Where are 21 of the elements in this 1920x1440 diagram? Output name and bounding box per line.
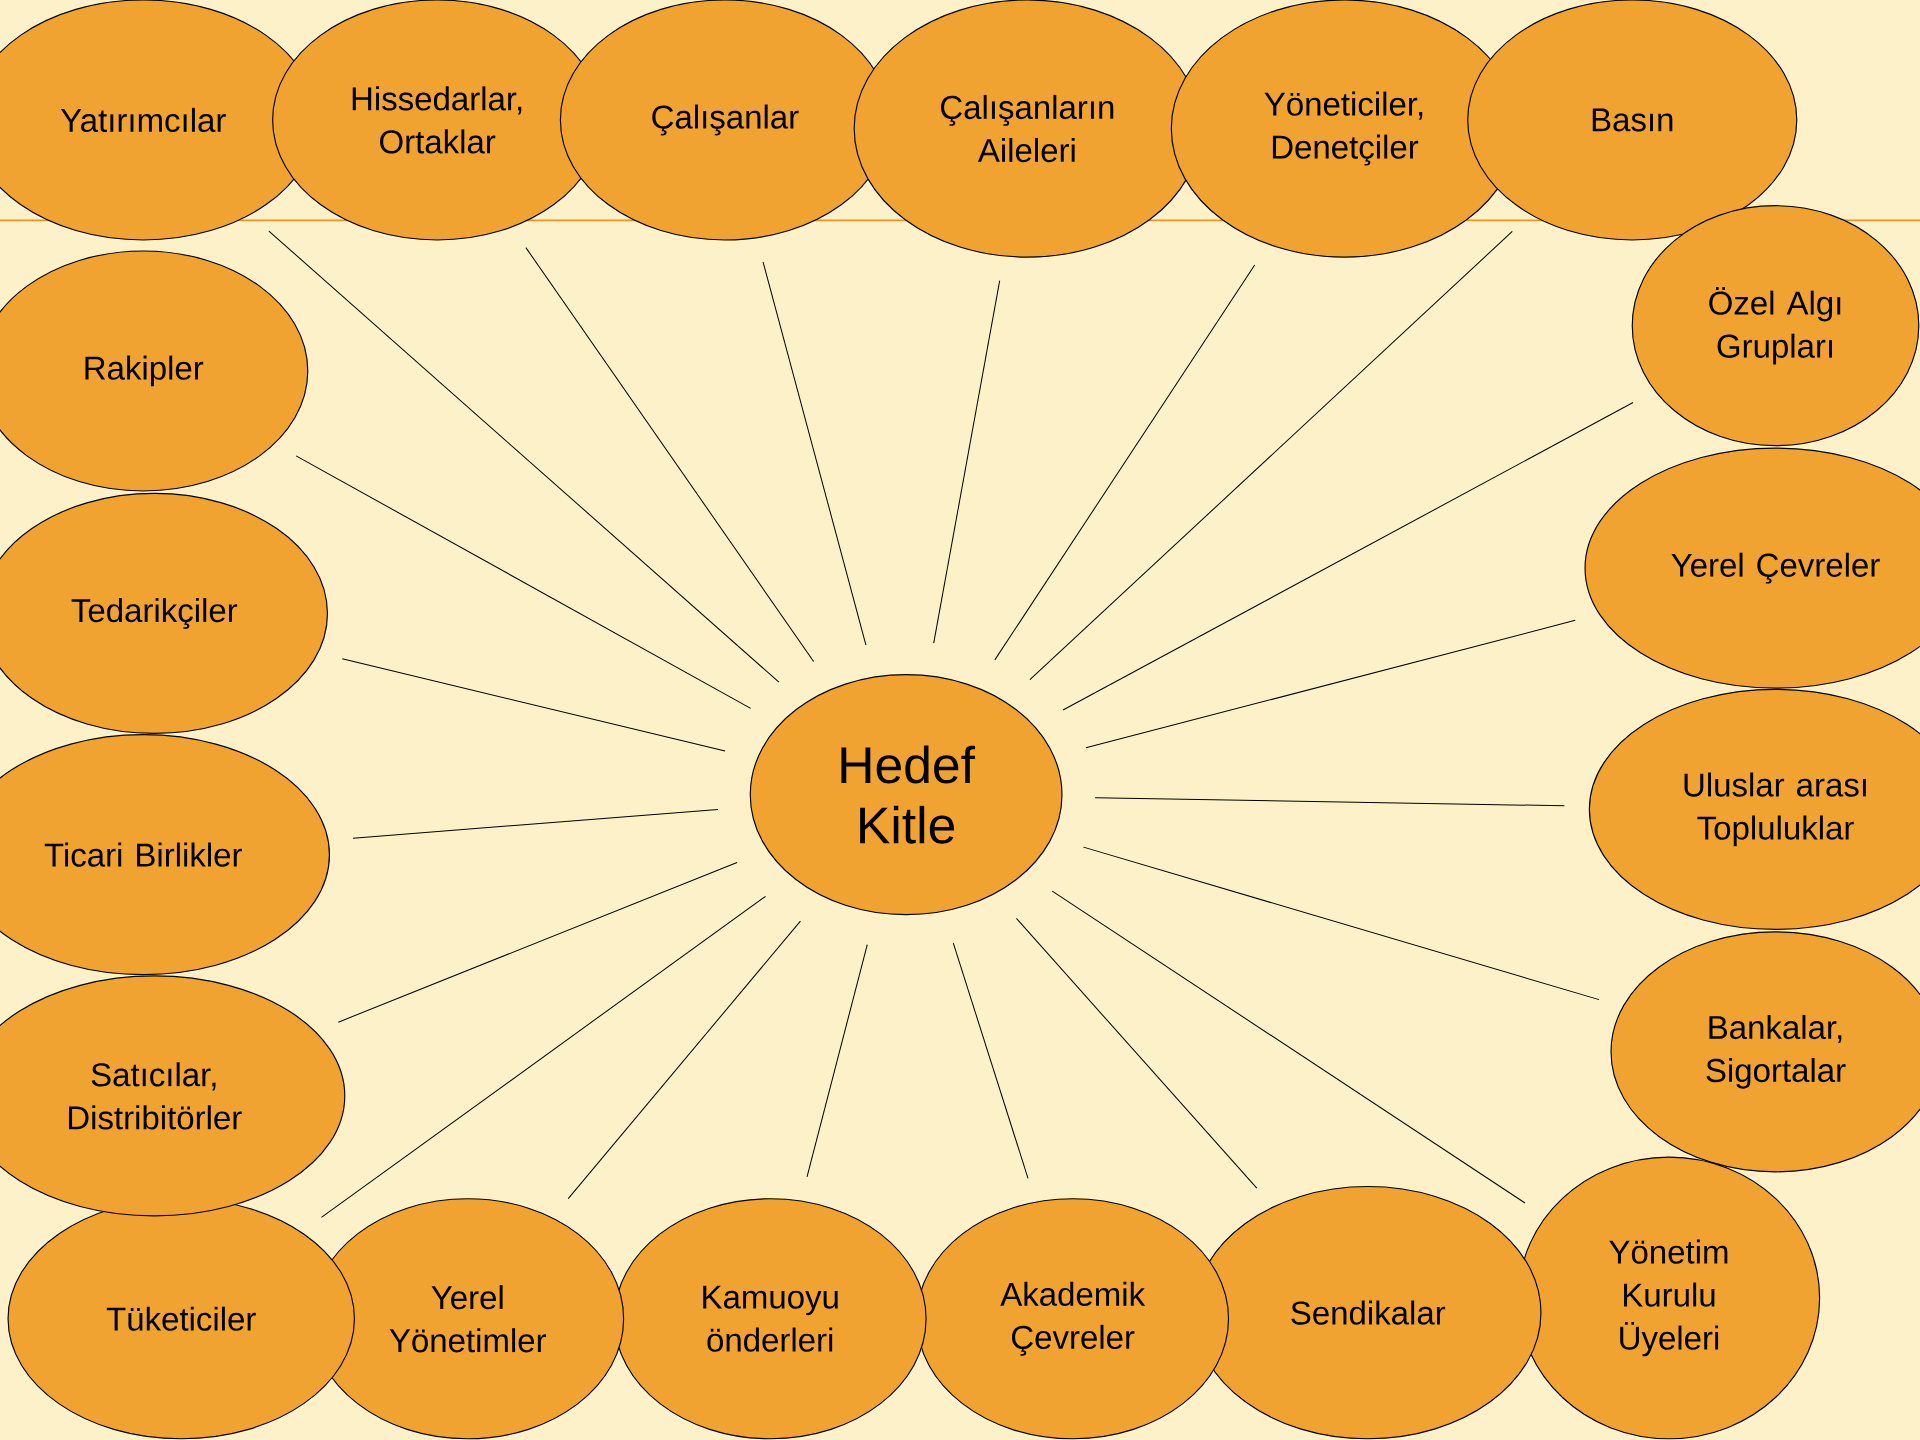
connector-line: [341, 658, 726, 752]
connector-line: [320, 895, 767, 1218]
connector-line: [567, 920, 801, 1200]
connector-line: [806, 944, 868, 1178]
connector-line: [295, 455, 752, 709]
connector-line: [352, 809, 719, 839]
connector-line: [762, 261, 867, 646]
connector-line: [1085, 619, 1576, 749]
connector-line: [1051, 890, 1526, 1204]
connector-line: [525, 247, 815, 663]
connector-line: [337, 861, 738, 1023]
connector-line: [268, 230, 780, 683]
connector-line: [1062, 402, 1634, 711]
connector-line: [952, 942, 1029, 1179]
connector-line: [933, 280, 1001, 644]
connector-line: [994, 264, 1256, 661]
connector-line: [1083, 846, 1600, 1001]
connector-line: [1015, 917, 1258, 1189]
connector-line: [1094, 797, 1565, 807]
connector-line: [1029, 230, 1513, 681]
node-label: Tüketiciler: [106, 1306, 256, 1331]
